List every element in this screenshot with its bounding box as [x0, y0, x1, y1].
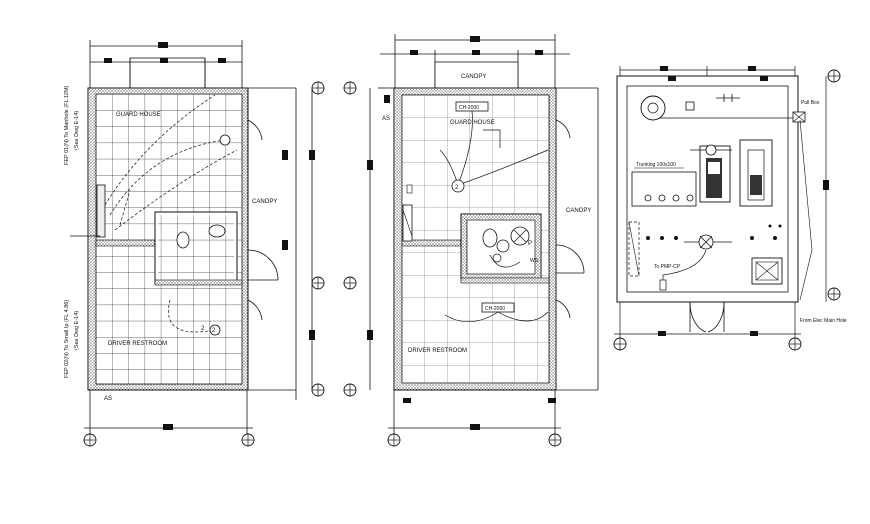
plan1-marker-upper: 2	[212, 328, 216, 334]
plan3-from-manhole-label: From Elec Main Hole	[800, 318, 847, 324]
plan2-ch-upper: CH-2000	[459, 105, 479, 111]
plan2-bottom-dimensions	[388, 390, 561, 445]
plan2-canopy-side-label: CANOPY	[566, 208, 591, 214]
plan1-fixture-icon	[209, 324, 221, 336]
plan2-driver-restroom-label: DRIVER RESTROOM	[408, 348, 467, 354]
plan1-side-note-bottom-ref: (See Dwg E-14)	[74, 311, 80, 350]
plan1-basin-icon	[208, 224, 226, 238]
plan-3-electrical-room: Pull Box Trunking 100x100	[613, 66, 847, 351]
plan1-side-note-bottom: FEP 02(N) To Small Ip (FL 4.86)	[64, 300, 70, 378]
plan1-side-note-top-ref: (See Dwg E-14)	[74, 111, 80, 150]
plan1-side-notes: FEP 01(N) To Manhole (FL 12M) (See Dwg E…	[64, 85, 100, 378]
plan1-conduit-lines	[104, 94, 238, 333]
plan3-trunking-label: Trunking 100x100	[636, 162, 676, 168]
plan2-as-tag: AS	[382, 116, 390, 122]
plan1-canopy-right	[247, 87, 297, 391]
plan3-double-door	[689, 301, 725, 333]
plan2-canopy-right	[555, 87, 599, 391]
plan-2-guard-house-lighting: CANOPY P WS CH-2000 CH-2000	[343, 34, 599, 447]
plan1-driver-restroom-label: DRIVER RESTROOM	[108, 341, 167, 347]
plan1-canopy-label: CANOPY	[252, 199, 277, 205]
plan3-top-dimensions	[619, 66, 796, 76]
plan2-guard-house-label: GUARD HOUSE	[450, 120, 495, 126]
plan2-wiring	[439, 110, 549, 323]
plan2-fixture-circle	[451, 179, 465, 193]
plan2-ws-tag: WS	[530, 258, 539, 264]
plan3-pull-box-label: Pull Box	[801, 100, 820, 106]
plan2-p-tag: P	[528, 241, 532, 247]
plan3-trunking	[631, 171, 697, 207]
plan1-bottom-dimensions	[84, 390, 297, 445]
plan1-marker-lower: 2	[201, 326, 205, 332]
plan3-to-pmp-label: To PMP-CP	[654, 264, 681, 270]
plan1-dim-ticks	[104, 42, 226, 63]
plan1-fixture-icon	[219, 134, 231, 146]
plan3-conduit-box	[628, 221, 640, 277]
plan1-counter	[96, 184, 106, 238]
plan2-canopy-top-label: CANOPY	[461, 74, 486, 80]
plan1-side-note-top: FEP 01(N) To Manhole (FL 12M)	[64, 85, 70, 165]
plan2-dim-ticks	[410, 36, 543, 55]
plan2-left-dimensions	[369, 87, 394, 390]
plan2-marker: 2	[455, 185, 459, 191]
plan2-ch-lower: CH-2000	[485, 306, 505, 312]
plan2-bubble-crosshairs	[344, 82, 561, 446]
plan1-as-tag: AS	[104, 396, 112, 402]
plan1-wc-icon	[176, 231, 190, 249]
plan3-switch-symbol	[716, 94, 740, 102]
plan2-canopy-frame	[434, 61, 519, 89]
plan2-wc-icon	[482, 228, 498, 248]
plan1-guard-house-label: GUARD HOUSE	[116, 112, 161, 118]
plan3-breaker-row	[644, 194, 694, 202]
plan-1-guard-house-tiling: 2 2 CANOPY GUARD HOUSE DRIVER RESTROOM A…	[64, 40, 325, 447]
plan3-bubble-crosshairs	[614, 70, 840, 350]
plan3-bottom-dimensions	[614, 302, 801, 346]
plan3-small-dots	[646, 224, 782, 240]
plan1-bubble-crosshairs	[84, 82, 324, 446]
plan3-device-row	[684, 144, 732, 250]
